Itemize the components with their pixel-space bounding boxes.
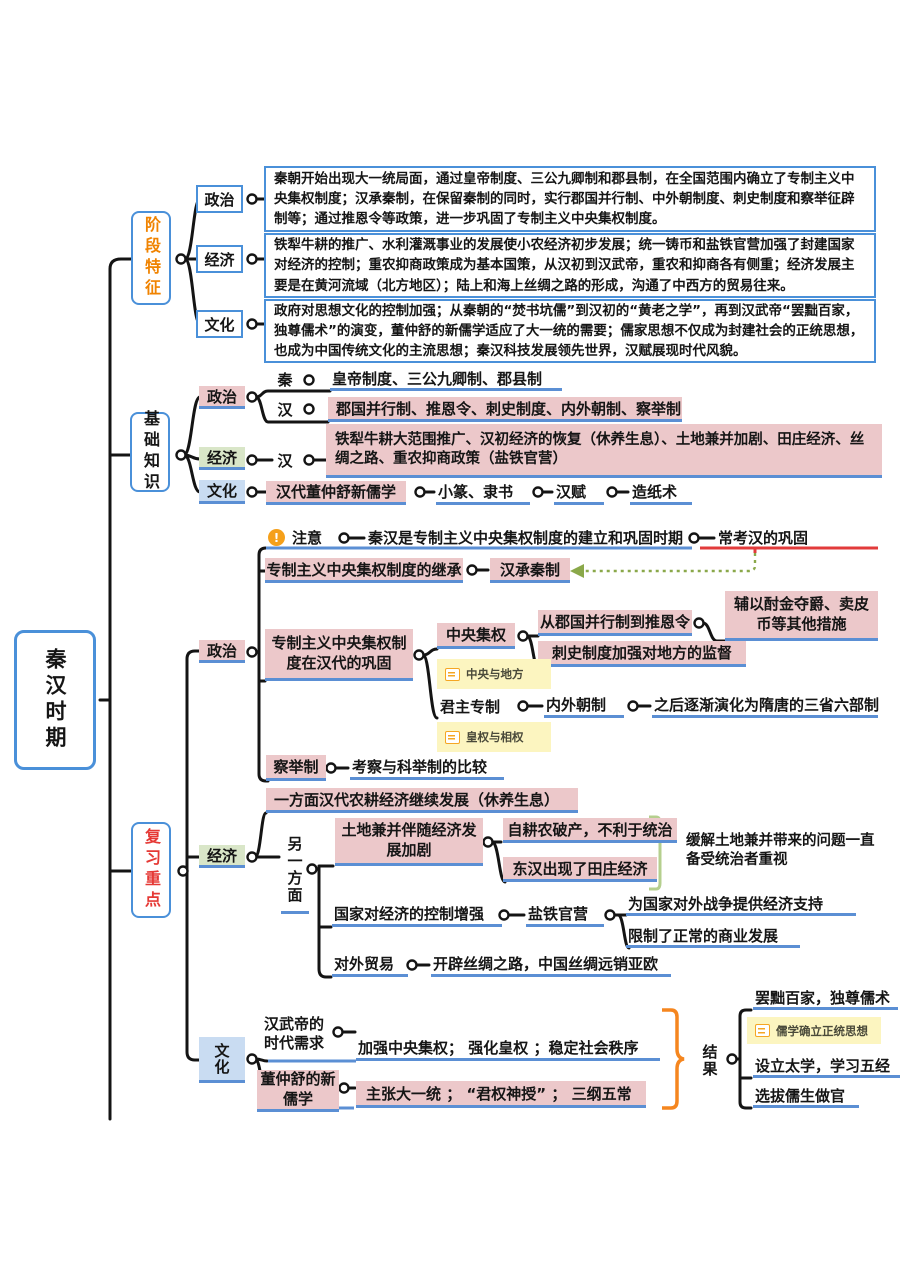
stage-culture-text: 政府对思想文化的控制加强；从秦朝的“焚书坑儒”到汉初的“黄老之学”，再到汉武帝“… xyxy=(264,299,876,363)
basics-economy-han-label: 汉 xyxy=(277,451,293,470)
review-economy-label: 经济 xyxy=(199,845,245,868)
review-foreign-trade-value: 开辟丝绸之路，中国丝绸远销亚欧 xyxy=(431,953,671,977)
review-exam-system: 察举制 xyxy=(266,755,326,781)
review-land-note: 缓解土地兼并带来的问题一直备受统治者重视 xyxy=(686,833,875,868)
basics-han-label: 汉 xyxy=(277,400,293,419)
basics-qin-label: 秦 xyxy=(277,371,293,389)
basics-politics-label: 政治 xyxy=(199,386,245,409)
branch-review: 复习重点 xyxy=(131,822,171,918)
junction-dots xyxy=(175,193,738,1094)
review-emperor-need-value: 加强中央集权； 强化皇权 ；稳定社会秩序 xyxy=(356,1037,660,1061)
review-note-tip: 常考汉的巩固 xyxy=(718,528,809,547)
orange-brace xyxy=(662,1008,685,1110)
review-central-item1: 从郡国并行制到推恩令 xyxy=(538,610,692,636)
review-economy-aspect2: 另一方面 xyxy=(281,828,309,914)
review-result-item2: 设立太学，学习五经 xyxy=(753,1056,900,1078)
green-bracket xyxy=(649,815,662,891)
review-economy-aspect1: 一方面汉代农耕经济继续发展（休养生息） xyxy=(266,788,578,813)
review-monarch-note: 之后逐渐演化为隋唐的三省六部制 xyxy=(652,694,879,718)
review-central-power: 中央集权 xyxy=(437,623,515,649)
branch-stage-features: 阶段特征 xyxy=(131,211,171,305)
review-inherit-value: 汉承秦制 xyxy=(490,558,570,583)
review-monarch: 君主专制 xyxy=(440,697,501,716)
basics-han-text: 郡国并行制、推恩令、刺史制度、内外朝制、察举制 xyxy=(328,397,682,422)
stage-culture-label: 文化 xyxy=(196,310,243,338)
review-state-control: 国家对经济的控制增强 xyxy=(332,903,502,927)
basics-culture-item2: 小篆、隶书 xyxy=(436,481,530,505)
review-new-confucianism-value: 主张大一统 ； “君权神授” ； 三纲五常 xyxy=(356,1081,646,1108)
warning-icon xyxy=(268,529,285,546)
review-politics-label: 政治 xyxy=(199,640,245,663)
basics-economy-label: 经济 xyxy=(199,447,245,470)
review-inherit: 专制主义中央集权制度的继承 xyxy=(265,558,463,583)
stage-politics-text: 秦朝开始出现大一统局面，通过皇帝制度、三公九卿制和郡县制，在全国范围内确立了专制… xyxy=(264,166,876,232)
note-icon xyxy=(445,667,460,681)
review-land-item2: 东汉出现了田庄经济 xyxy=(503,857,657,882)
review-emperor-need: 汉武帝的时代需求 xyxy=(263,1014,324,1053)
basics-culture-item4: 造纸术 xyxy=(630,481,692,505)
review-result-item1: 罢黜百家，独尊儒术 xyxy=(753,988,898,1010)
review-land-item1: 自耕农破产，不利于统治 xyxy=(503,818,677,843)
review-land-merge: 土地兼并伴随经济发展加剧 xyxy=(335,818,483,866)
review-note-label: 注意 xyxy=(292,528,323,547)
emphasis-red-underline xyxy=(700,546,878,553)
sticky-imperial-chancellor: 皇权与相权 xyxy=(437,722,551,752)
review-control-item1: 为国家对外战争提供经济支持 xyxy=(626,893,856,916)
basics-culture-label: 文化 xyxy=(199,480,245,504)
recall-arrow xyxy=(582,553,757,573)
review-note-text: 秦汉是专制主义中央集权制度的建立和巩固时期 xyxy=(368,528,684,547)
review-central-item2: 刺史制度加强对地方的监督 xyxy=(538,641,746,667)
note-icon xyxy=(445,730,460,744)
branch-basics: 基础知识 xyxy=(130,410,170,494)
review-central-item1-note: 辅以酎金夺爵、卖皮币等其他措施 xyxy=(725,591,878,641)
basics-qin-text: 皇帝制度、三公九卿制、郡县制 xyxy=(330,368,562,391)
recall-arrow-head xyxy=(570,564,584,578)
review-culture-label: 文化 xyxy=(199,1037,245,1083)
basics-economy-text: 铁犁牛耕大范围推广、汉初经济的恢复（休养生息）、土地兼并加剧、田庄经济、丝绸之路… xyxy=(326,424,882,478)
review-new-confucianism: 董仲舒的新儒学 xyxy=(257,1070,339,1112)
basics-culture-item1: 汉代董仲舒新儒学 xyxy=(266,481,406,505)
review-consolidate: 专制主义中央集权制度在汉代的巩固 xyxy=(265,629,413,681)
review-state-control-value: 盐铁官营 xyxy=(526,903,604,927)
sticky-imperial-chancellor-text: 皇权与相权 xyxy=(466,730,524,744)
basics-culture-item3: 汉赋 xyxy=(554,481,604,505)
sticky-central-local-text: 中央与地方 xyxy=(466,667,524,681)
review-control-item2: 限制了正常的商业发展 xyxy=(626,925,800,948)
review-result-item3: 选拔儒生做官 xyxy=(753,1086,859,1108)
sticky-orthodox-confucianism-text: 儒学确立正统思想 xyxy=(776,1023,868,1038)
review-exam-value: 考察与科举制的比较 xyxy=(350,756,504,780)
stage-economy-label: 经济 xyxy=(196,245,243,273)
note-icon xyxy=(755,1024,770,1037)
sticky-central-local: 中央与地方 xyxy=(437,659,551,689)
sticky-orthodox-confucianism: 儒学确立正统思想 xyxy=(747,1017,881,1044)
review-monarch-value: 内外朝制 xyxy=(544,694,624,718)
root-node: 秦汉时期 xyxy=(14,630,96,770)
review-foreign-trade: 对外贸易 xyxy=(332,953,408,977)
review-result-label: 结果 xyxy=(700,1044,719,1078)
stage-politics-label: 政治 xyxy=(196,185,243,213)
stage-economy-text: 铁犁牛耕的推广、水利灌溉事业的发展使小农经济初步发展；统一铸币和盐铁官营加强了封… xyxy=(264,233,876,298)
